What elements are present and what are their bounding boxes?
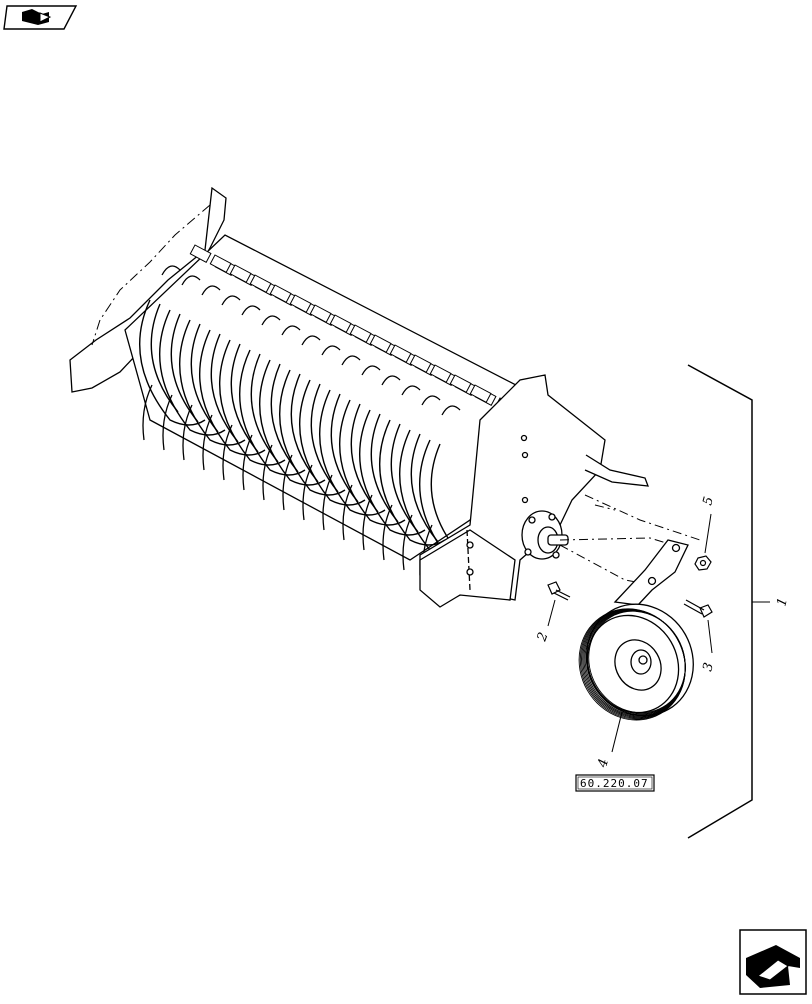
tine-top	[161, 265, 181, 276]
tine-top	[361, 365, 381, 376]
reference-code: 60.220.07	[580, 777, 649, 790]
phantom-line-left	[91, 204, 211, 346]
tine-top	[281, 325, 301, 336]
group-bracket	[687, 364, 753, 839]
wheel-item-4	[578, 603, 694, 721]
callout-4: 4	[595, 757, 612, 770]
tine	[282, 454, 293, 511]
tine-bar-plate	[329, 314, 352, 333]
stripper-band	[299, 379, 366, 506]
stripper-band	[359, 409, 426, 536]
reference-box[interactable]: 60.220.07	[575, 774, 655, 792]
nut-item-5	[694, 555, 712, 571]
wheel-arm	[613, 539, 689, 606]
stripper-band	[139, 299, 206, 426]
alignment-lines	[559, 494, 701, 586]
tine	[242, 434, 253, 491]
bolt-item-2	[547, 581, 571, 601]
stripper-band	[279, 369, 346, 496]
next-page-arrow-icon[interactable]	[739, 929, 807, 995]
tine	[182, 404, 193, 461]
callout-3: 3	[700, 661, 717, 673]
tine-top	[321, 345, 341, 356]
tine-bar-plate	[269, 284, 292, 303]
tine-top	[381, 375, 401, 386]
tine	[262, 444, 273, 501]
tine	[142, 384, 153, 441]
tine	[342, 484, 353, 541]
stripper-band	[239, 349, 306, 476]
tine-top	[341, 355, 361, 366]
callout-1: 1	[774, 596, 791, 608]
stripper-band	[379, 419, 446, 546]
tine-top	[441, 405, 461, 416]
tine	[362, 494, 373, 551]
callout-5: 5	[700, 495, 717, 507]
stripper-band	[339, 399, 406, 526]
stripper-band	[159, 309, 226, 436]
bolt-item-3	[683, 599, 713, 618]
callout-2: 2	[534, 630, 551, 644]
tine-bar-plate	[449, 374, 472, 393]
tine-bar-plate	[369, 334, 392, 353]
tine-bar-plate	[469, 384, 492, 403]
tine-top	[301, 335, 321, 346]
tine	[202, 414, 213, 471]
stripper-band	[179, 319, 246, 446]
tine-bar-plate	[229, 264, 252, 283]
tine-bar-plate	[189, 244, 212, 263]
tine	[382, 504, 393, 561]
stripper-band	[259, 359, 326, 486]
book-arrow-icon[interactable]	[3, 5, 78, 30]
right-side-frame	[419, 374, 649, 608]
tine	[322, 474, 333, 531]
tine-top	[261, 315, 281, 326]
tine-bar-plate	[429, 364, 452, 383]
left-end-plate	[69, 186, 227, 393]
tine-top	[181, 275, 201, 286]
tine-bar-plate	[389, 344, 412, 363]
stripper-band	[319, 389, 386, 516]
tine-top	[201, 285, 221, 296]
wheel-hub	[521, 510, 569, 560]
tine	[162, 394, 173, 451]
tine-bar-plate	[349, 324, 372, 343]
tine-bar-plate	[209, 254, 232, 273]
tine-top	[241, 305, 261, 316]
tire-tread-ring	[578, 608, 686, 721]
tine	[402, 514, 413, 571]
tine-bar-plate	[289, 294, 312, 313]
tine-top	[221, 295, 241, 306]
tine-top	[401, 385, 421, 396]
tine-bar-plate	[309, 304, 332, 323]
tine	[222, 424, 233, 481]
tine	[302, 464, 313, 521]
stripper-band	[219, 339, 286, 466]
tine-bar-plate	[409, 354, 432, 373]
tine-bar-plate	[249, 274, 272, 293]
tine-top	[421, 395, 441, 406]
stripper-band	[199, 329, 266, 456]
